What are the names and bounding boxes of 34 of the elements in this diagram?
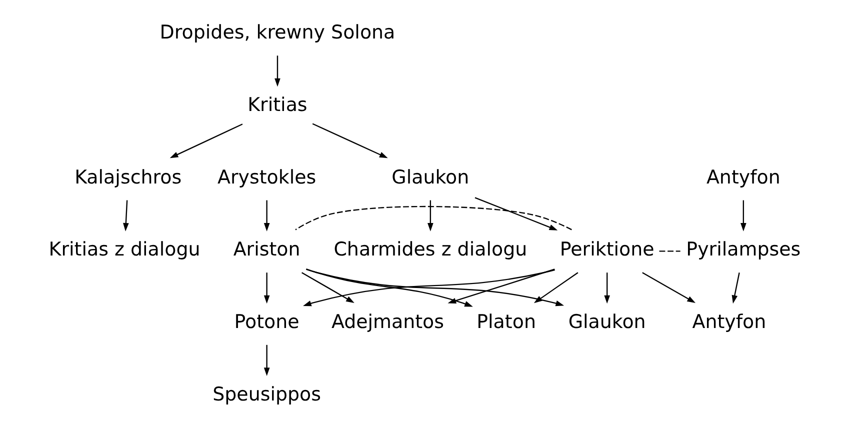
arrow <box>170 124 243 158</box>
node-text: Antyfon <box>692 310 766 333</box>
node-text: Speusippos <box>212 383 322 406</box>
node-text: Kalajschros <box>74 166 182 188</box>
node-text: Potone <box>234 310 300 333</box>
arrow <box>264 272 270 304</box>
arrow <box>274 56 280 87</box>
node-text: Glaukon <box>392 166 470 188</box>
node-text: Kritias z dialogu <box>48 238 200 261</box>
node-text: Periktione <box>560 238 654 261</box>
arrow <box>428 200 434 232</box>
arrow <box>264 200 270 232</box>
arrow <box>604 272 610 304</box>
node-text: Ariston <box>233 238 300 261</box>
node-text: Adejmantos <box>331 310 444 333</box>
connector <box>295 206 572 230</box>
arrow <box>306 268 473 307</box>
node-text: Charmides z dialogu <box>334 238 528 261</box>
node-text: Kritias <box>248 94 308 116</box>
node-text: Dropides, krewny Solona <box>160 22 396 44</box>
arrow <box>264 344 270 376</box>
arrow <box>642 272 696 303</box>
arrow <box>312 123 388 158</box>
node-text: Glaukon <box>568 310 646 333</box>
arrow <box>732 272 740 304</box>
arrow <box>474 197 558 230</box>
node-text: Arystokles <box>217 166 316 188</box>
arrow <box>302 272 354 303</box>
arrow <box>740 200 746 232</box>
node-text: Antyfon <box>706 166 780 188</box>
node-text: Platon <box>476 310 536 333</box>
arrow <box>123 200 129 232</box>
connector <box>659 250 680 252</box>
node-text: Pyrilampses <box>686 238 801 261</box>
